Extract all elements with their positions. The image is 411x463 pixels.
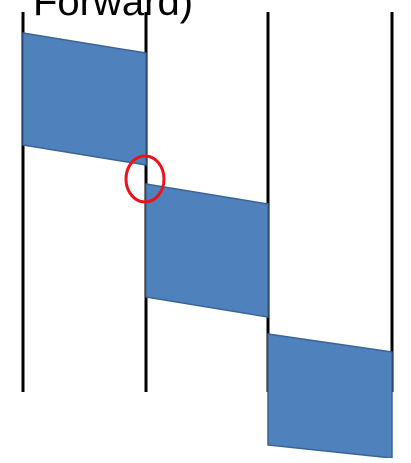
caption-text: Forward) (33, 0, 194, 24)
block-1 (22, 32, 147, 166)
block-2 (145, 183, 269, 318)
block-3 (267, 333, 393, 459)
highlight-circle (124, 154, 166, 204)
